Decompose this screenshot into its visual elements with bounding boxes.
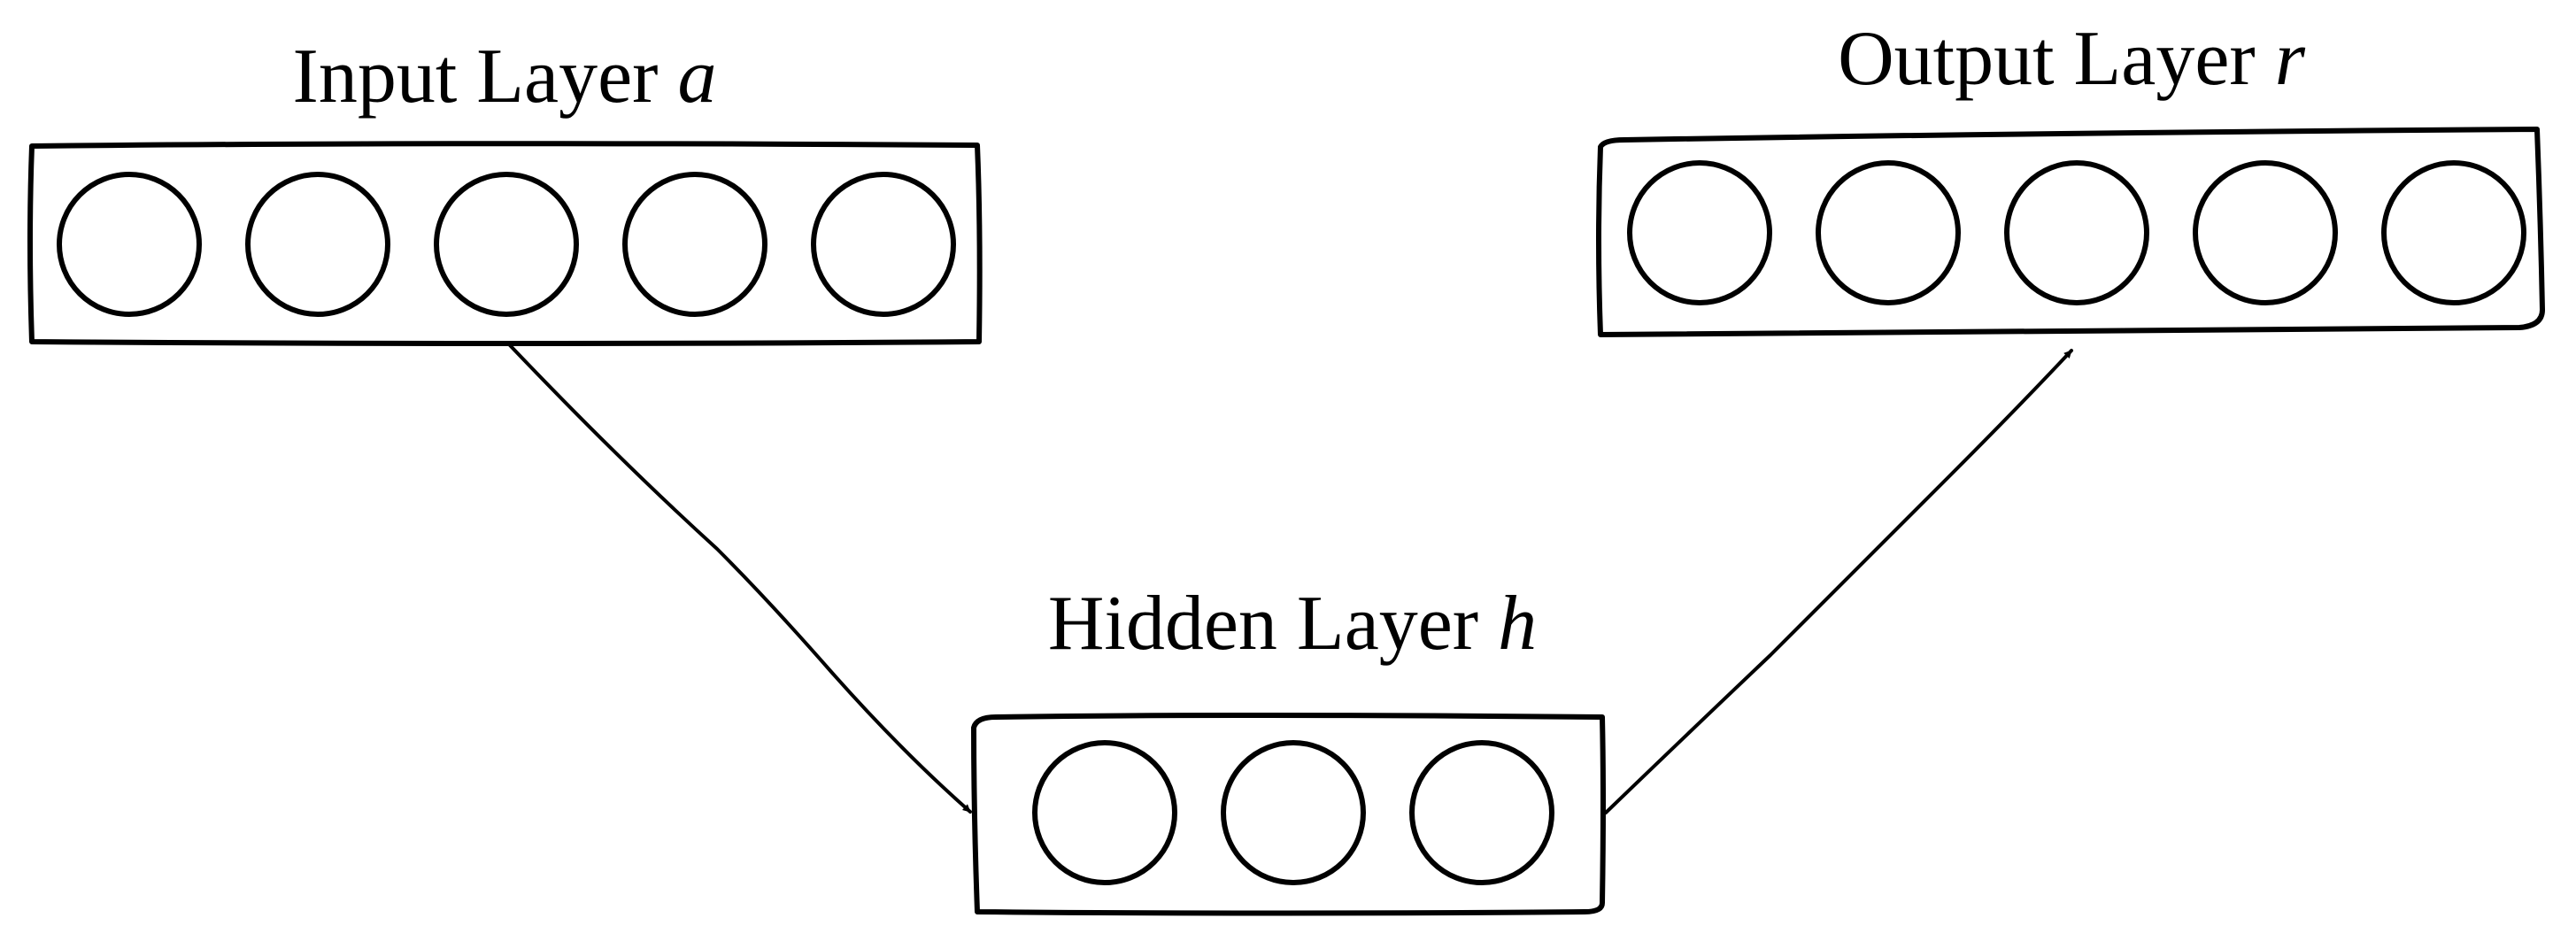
input-neuron [811,172,956,317]
hidden-neurons [1032,740,1554,885]
input-layer: Input Layer a [27,34,983,346]
output-layer: Output Layer r [1596,16,2545,337]
hidden-layer: Hidden Layer h [971,581,1606,916]
output-layer-box [1596,127,2545,337]
hidden-layer-box [971,713,1606,916]
output-neurons [1627,160,2526,305]
output-neuron [1816,160,1961,305]
output-neuron [2381,160,2526,305]
input-neuron [434,172,579,317]
output-neuron [1627,160,1772,305]
hidden-neuron [1032,740,1177,885]
output-layer-label: Output Layer [1838,16,2275,102]
decoder-arrow [1604,349,2073,814]
hidden-layer-symbol: h [1498,581,1537,667]
input-layer-symbol: a [677,34,716,120]
hidden-layer-title: Hidden Layer h [1048,581,1537,667]
input-layer-title: Input Layer a [293,34,717,120]
input-neuron [622,172,767,317]
hidden-layer-label: Hidden Layer [1048,581,1498,667]
hidden-neuron [1221,740,1366,885]
input-neuron [245,172,390,317]
encoder-arrow [508,343,972,814]
output-neuron [2004,160,2149,305]
input-layer-label: Input Layer [293,34,678,120]
output-neuron [2193,160,2338,305]
output-layer-title: Output Layer r [1838,16,2306,102]
input-neuron [57,172,202,317]
output-layer-symbol: r [2275,16,2306,102]
input-neurons [57,172,956,317]
hidden-neuron [1409,740,1554,885]
input-layer-box [27,141,983,346]
